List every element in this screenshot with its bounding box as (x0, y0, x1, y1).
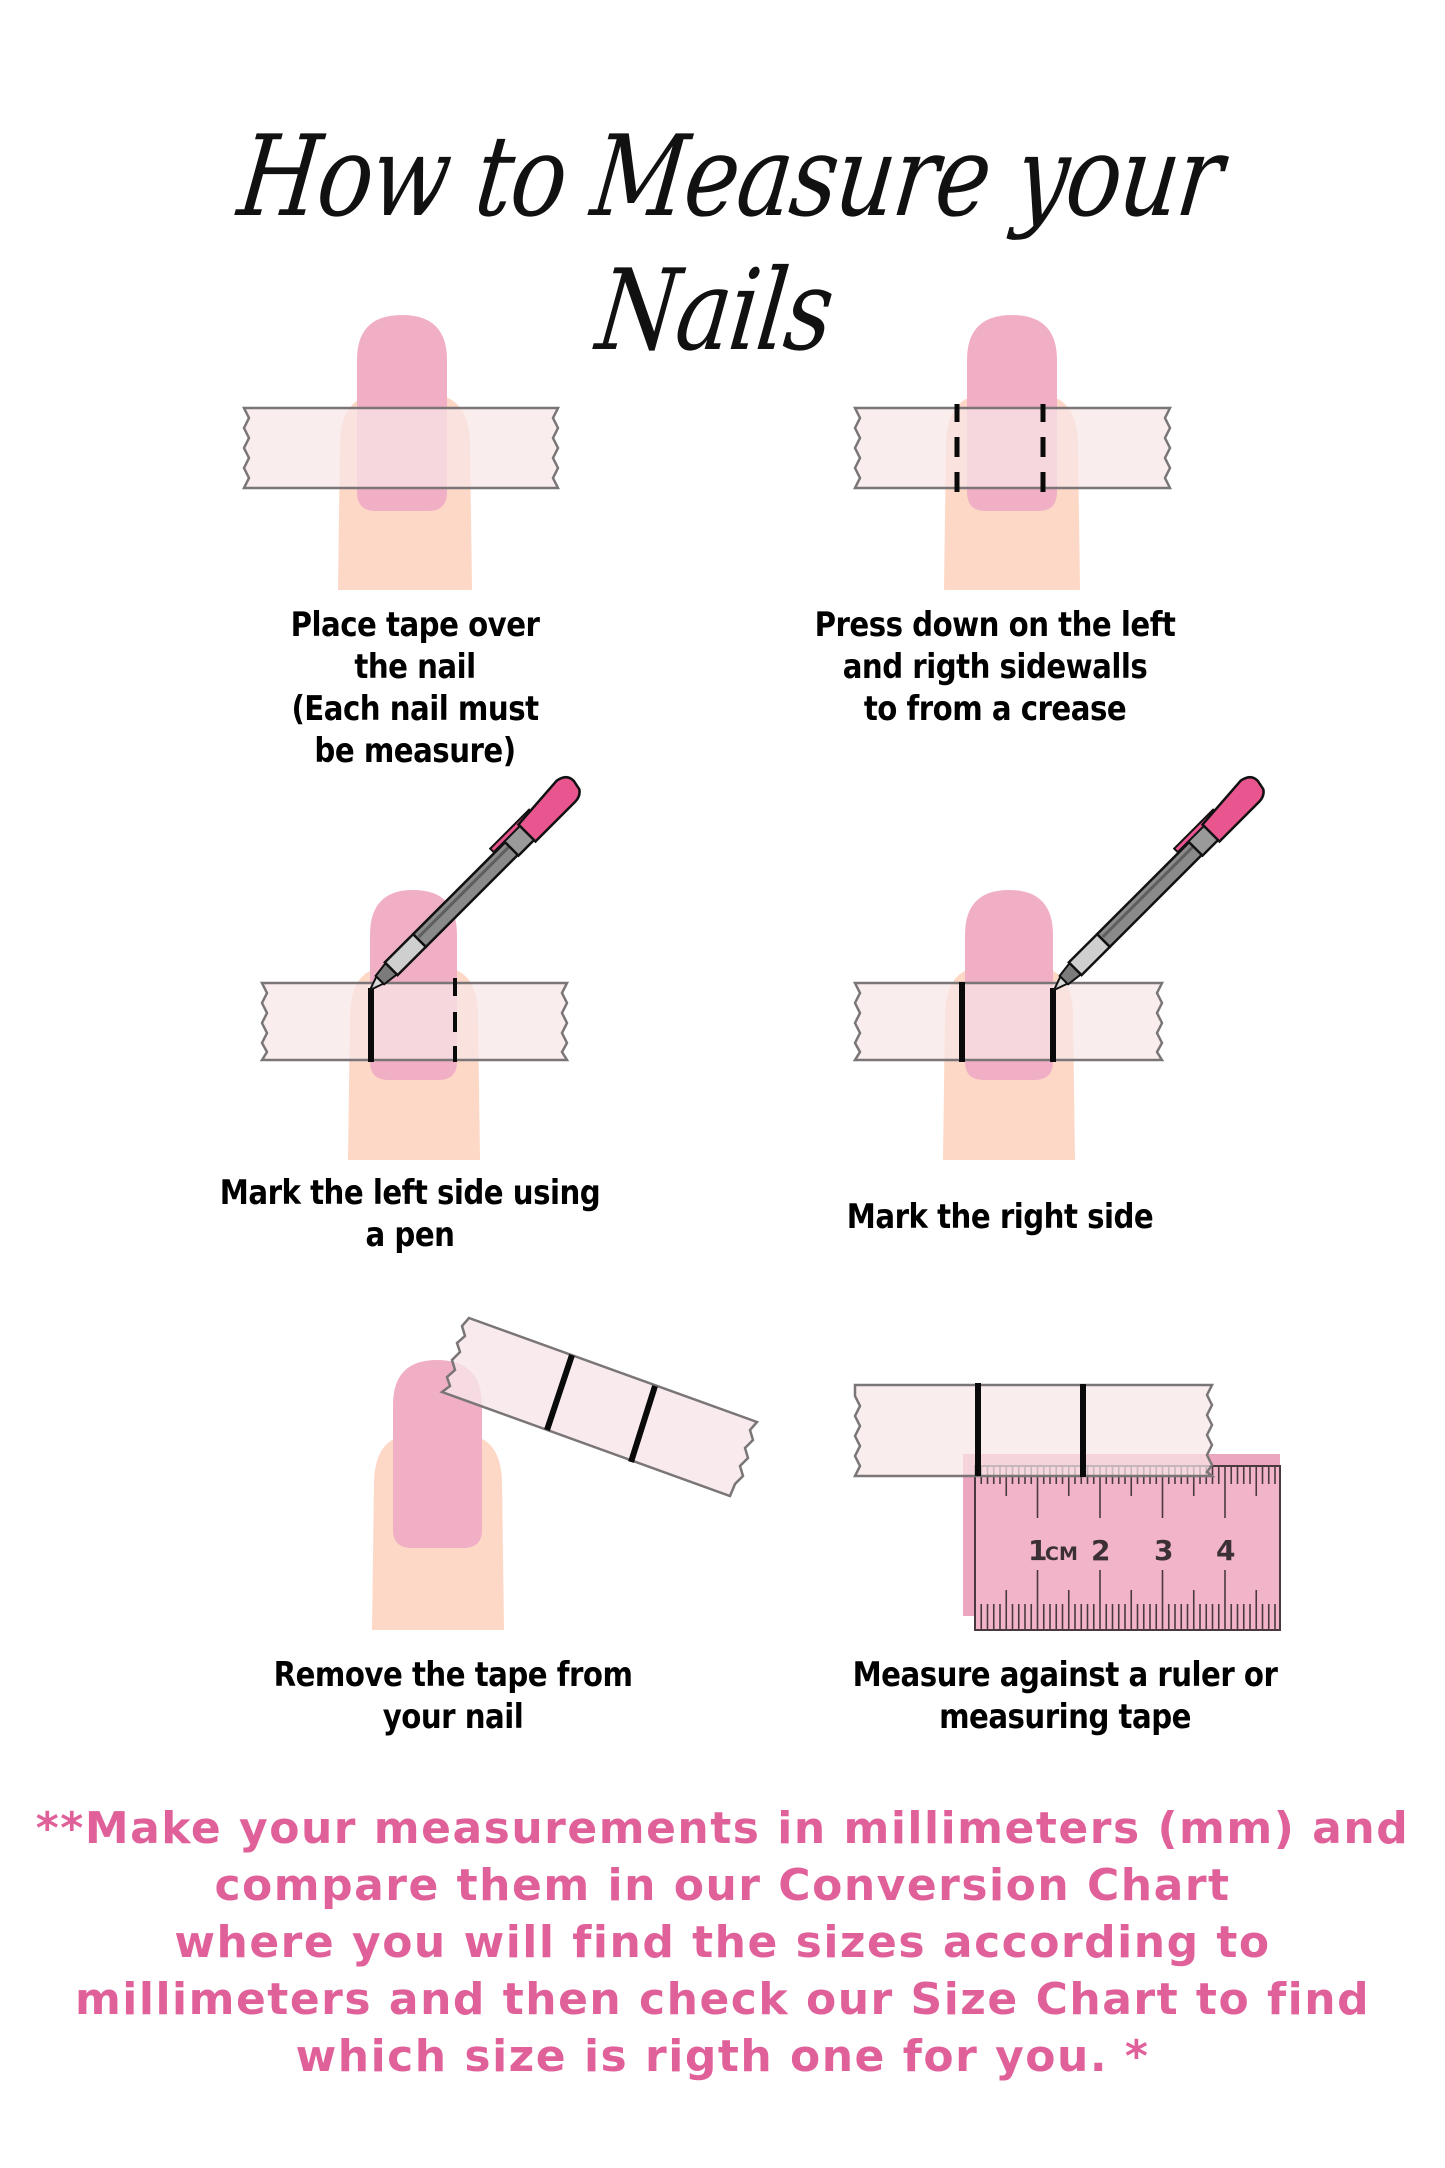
ruler-label-3: 3 (1154, 1534, 1173, 1567)
note-line: which size is rigth one for you. * (295, 2031, 1150, 2082)
caption-line: Press down on the left (814, 605, 1176, 645)
tape (852, 981, 1165, 1062)
tape (852, 1383, 1216, 1478)
ruler-label-2: 2 (1091, 1534, 1110, 1567)
step-1-caption: Place tape over the nail (Each nail must… (243, 604, 587, 772)
step-2-caption: Press down on the left and rigth sidewal… (780, 604, 1210, 730)
note-line: compare them in our Conversion Chart (214, 1860, 1231, 1911)
caption-line: Measure against a ruler or (852, 1655, 1278, 1695)
removed-tape (439, 1316, 760, 1498)
step-4-illustration (852, 770, 1271, 1160)
note-line: millimeters and then check our Size Char… (74, 1974, 1371, 2025)
caption-line: Mark the right side (846, 1197, 1154, 1237)
step-2-illustration (852, 315, 1173, 590)
caption-line: to from a crease (863, 689, 1127, 729)
ruler-label-4: 4 (1216, 1534, 1235, 1567)
step-3-illustration (259, 770, 587, 1160)
caption-line: Place tape over (290, 605, 540, 645)
step-4-caption: Mark the right side (785, 1196, 1215, 1238)
tape (259, 981, 570, 1062)
step-5-illustration (372, 1316, 760, 1630)
crease-dashes (954, 404, 1046, 492)
measurement-note: **Make your measurements in millimeters … (0, 1800, 1445, 2085)
caption-line: Remove the tape from (273, 1655, 633, 1695)
ruler-body (974, 1465, 1281, 1631)
step-5-caption: Remove the tape from your nail (238, 1654, 668, 1738)
caption-line: be measure) (314, 731, 516, 771)
pen-icon (1041, 770, 1271, 1000)
tape (852, 406, 1173, 490)
tape-mark-1 (544, 1354, 575, 1431)
caption-line: your nail (382, 1697, 524, 1737)
ruler-label-cm: CM (1045, 1543, 1078, 1565)
step-3-caption: Mark the left side using a pen (195, 1172, 625, 1256)
caption-line: the nail (354, 647, 476, 687)
tape-mark-2 (628, 1385, 658, 1463)
caption-line: and rigth sidewalls (842, 647, 1148, 687)
step-6-caption: Measure against a ruler or measuring tap… (850, 1654, 1280, 1738)
step-6-illustration: 1 CM 2 3 4 (852, 1383, 1281, 1631)
page-title: How to Measure your Nails (232, 112, 1229, 377)
note-line: where you will find the sizes according … (174, 1917, 1271, 1968)
ruler-label-1: 1 (1028, 1534, 1047, 1567)
pen-icon (357, 770, 587, 1000)
nail (393, 1360, 482, 1548)
caption-line: Mark the left side using (219, 1173, 601, 1213)
caption-line: a pen (365, 1215, 455, 1255)
step-1-illustration (241, 315, 561, 590)
caption-line: (Each nail must (291, 689, 539, 729)
note-line: **Make your measurements in millimeters … (35, 1803, 1410, 1854)
tape (241, 406, 561, 490)
caption-line: measuring tape (939, 1697, 1191, 1737)
